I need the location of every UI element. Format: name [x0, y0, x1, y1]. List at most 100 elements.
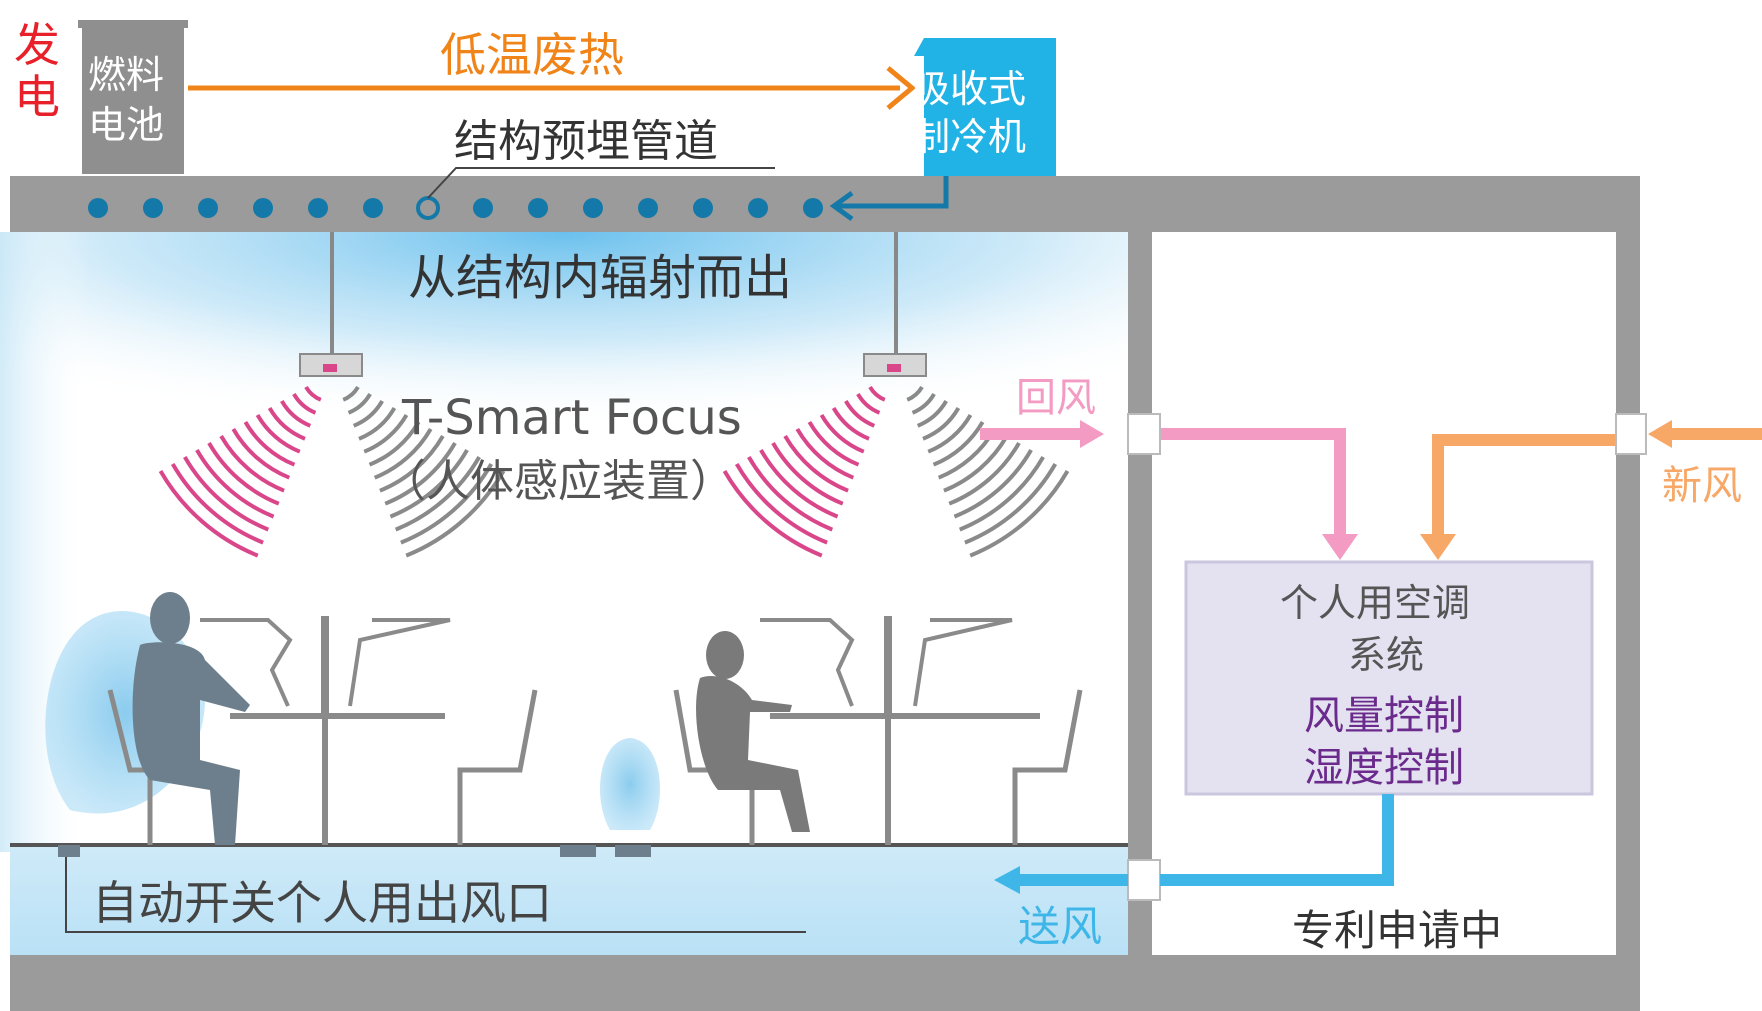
pipe-dot	[693, 198, 713, 218]
fresh-air-arrowhead	[1648, 420, 1672, 448]
power-generation-label-bottom: 电	[14, 70, 60, 124]
pipe-dot	[363, 198, 383, 218]
return-air-grille	[1127, 413, 1161, 455]
sensor-wave-arc-gray	[379, 434, 445, 493]
sensor-wave-arc-gray	[400, 462, 494, 545]
office-furniture	[107, 616, 1083, 845]
sensor-wave-arc-pink	[734, 462, 828, 545]
sensor-wave-arc-pink	[856, 392, 881, 415]
personal-ac-title-line2: 系统	[1348, 633, 1425, 677]
sensor-wave-arc-pink	[207, 442, 280, 506]
fuel-cell-label-line2: 电池	[88, 103, 165, 147]
pipe-dot	[88, 198, 108, 218]
return-air-label: 回风	[1016, 375, 1096, 421]
sensor-wave-arc-pink	[759, 448, 839, 519]
sensor-wave-arc-pink	[158, 469, 259, 558]
sensor-wave-arc-pink	[844, 399, 876, 428]
sensor-wave-fans	[158, 385, 1070, 558]
ceiling-radiant-glow	[0, 232, 1128, 492]
floor-slab	[10, 955, 1640, 1011]
occupant-center-body	[696, 676, 810, 832]
sensor-wave-arc-gray	[342, 385, 360, 402]
occupant-left-head	[150, 592, 190, 644]
exterior-wall	[1616, 176, 1640, 1011]
pipe-dot	[748, 198, 768, 218]
sensor-wave-arc-pink	[831, 406, 870, 441]
sensor-wave-arc-gray	[373, 427, 433, 480]
pipe-dot	[198, 198, 218, 218]
lamp-2	[348, 618, 451, 707]
fresh-air-duct	[1432, 434, 1616, 540]
sensor-wave-arc-gray	[394, 455, 481, 532]
chiller-label-line1: 吸收式	[912, 67, 1027, 111]
pipe-dot	[528, 198, 548, 218]
chair-far-right	[1012, 689, 1083, 845]
sensor-wave-arc-pink	[280, 399, 312, 428]
lamp-3	[760, 618, 855, 707]
sensor-wave-arc-pink	[219, 434, 285, 493]
lamp-4	[913, 618, 1013, 707]
occupant-left-body	[132, 642, 250, 845]
return-air-arrowhead	[1080, 420, 1104, 448]
occupant-left	[132, 592, 250, 845]
pipe-dot	[583, 198, 603, 218]
sensor-wave-arc-pink	[747, 455, 834, 532]
waste-heat-label: 低温废热	[440, 28, 624, 82]
pipe-dot	[803, 198, 823, 218]
sensor-wave-arc-pink	[807, 420, 860, 467]
sensor-wave-arc-gray	[363, 413, 409, 454]
return-air-down-arrowhead	[1322, 534, 1358, 560]
sensor-wave-arc-pink	[183, 455, 270, 532]
fuel-cell-unit	[78, 20, 188, 174]
sensor-wave-arc-gray	[948, 442, 1021, 506]
sensor-wave-arc-gray	[969, 469, 1070, 558]
sensor-wave-arc-gray	[389, 448, 469, 519]
sensor-wave-arc-gray	[922, 406, 961, 441]
sensor-wave-arc-gray	[384, 442, 457, 506]
occupant-center-head	[706, 631, 744, 679]
floor-outlet-2	[560, 845, 596, 857]
supply-air-duct	[1160, 794, 1394, 886]
floor-outlet-3	[615, 845, 651, 857]
embedded-pipes-label: 结构预埋管道	[454, 116, 718, 167]
supply-air-arrowhead	[994, 866, 1020, 894]
auto-outlet-label: 自动开关个人用出风口	[92, 876, 552, 930]
chair-right-of-left-desk	[457, 689, 538, 845]
floor-outlet-1	[58, 845, 80, 857]
sensor-led-right	[887, 364, 901, 372]
sensor-wave-arc-gray	[958, 455, 1045, 532]
sensor-wave-arc-pink	[243, 420, 296, 467]
sensor-wave-arc-gray	[911, 392, 936, 415]
absorption-chiller-unit	[914, 38, 1056, 176]
pipe-dot	[638, 198, 658, 218]
sensor-wave-arc-pink	[783, 434, 849, 493]
sensor-wave-arc-gray	[352, 399, 384, 428]
fuel-cell-label-line1: 燃料	[88, 53, 165, 97]
airflow-control-label: 风量控制	[1304, 693, 1464, 739]
sensor-wave-arc-pink	[231, 427, 291, 480]
chair-left	[107, 689, 153, 845]
sensor-wave-arc-pink	[170, 462, 264, 545]
patent-pending-label: 专利申请中	[1292, 906, 1503, 955]
sensor-desc-label: （人体感应装置）	[382, 456, 734, 507]
sensor-wave-arc-pink	[304, 385, 322, 402]
sensor-wave-arc-pink	[292, 392, 317, 415]
roof-slab	[10, 176, 1640, 232]
supply-air-label: 送风	[1018, 902, 1103, 951]
underfloor-plenum	[10, 845, 1128, 955]
sensor-led-left	[323, 364, 337, 372]
chilled-water-arrowhead	[829, 190, 854, 222]
lamp-1	[200, 618, 293, 707]
sensor-wave-arc-pink	[255, 413, 301, 454]
sensor-name-label: T-Smart Focus	[402, 390, 742, 446]
sensor-wave-arc-pink	[195, 448, 275, 519]
occupant-center	[696, 631, 810, 832]
sensor-wave-arc-gray	[916, 399, 948, 428]
sensor-wave-arc-pink	[868, 385, 886, 402]
chilled-water-line	[838, 176, 949, 209]
return-air-duct	[1152, 428, 1346, 540]
sensor-wave-arc-gray	[405, 469, 506, 558]
fresh-air-grille	[1615, 413, 1647, 455]
pipe-dot	[473, 198, 493, 218]
